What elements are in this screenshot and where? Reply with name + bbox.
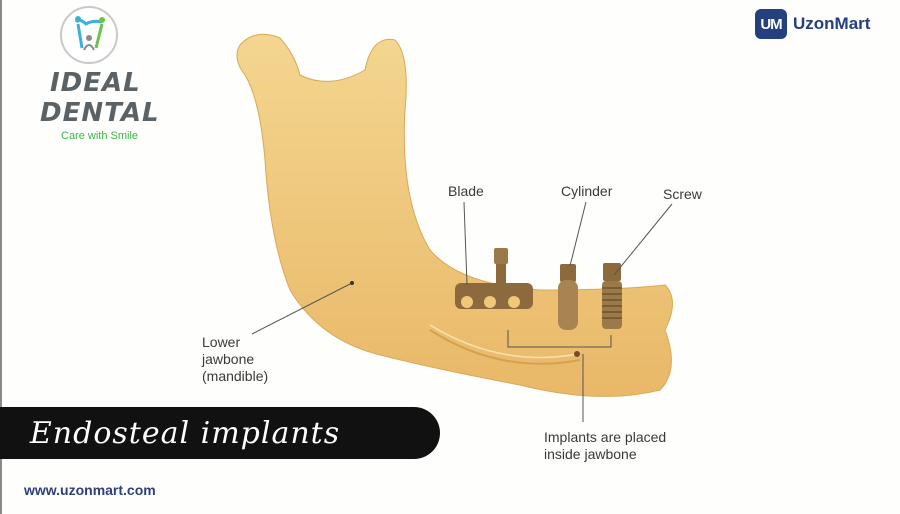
brand-name: UzonMart [793,14,871,33]
website-link[interactable]: www.uzonmart.com [24,482,156,498]
cylinder-implant [558,264,578,330]
logo-tagline: Care with Smile [61,130,139,142]
label-blade: Blade [448,183,484,199]
title-banner: Endosteal implants [0,407,440,459]
logo-line2: DENTAL [40,98,160,128]
label-implants-placed: Implants are placed inside jawbone [544,429,666,463]
label-lower-jawbone: Lower jawbone (mandible) [202,334,268,385]
ideal-dental-logo: IDEAL DENTAL Care with Smile [40,4,160,144]
implants-line1: Implants are placed [544,429,667,445]
implants-line2: inside jawbone [544,446,637,462]
jawbone-line3: (mandible) [202,368,269,384]
left-border [0,0,2,514]
label-cylinder: Cylinder [561,183,613,199]
uzonmart-logo-icon: UM [755,9,787,39]
banner-title: Endosteal implants [29,415,341,451]
jawbone-line2: jawbone [202,351,255,367]
logo-emblem-icon [60,6,118,64]
uzonmart-brand: UM UzonMart [755,9,870,39]
blade-implant [455,248,533,309]
screw-implant [602,263,622,329]
mandible-bone [236,33,673,397]
logo-line1: IDEAL [50,68,141,98]
label-screw: Screw [663,186,702,202]
jawbone-line1: Lower [202,334,241,350]
